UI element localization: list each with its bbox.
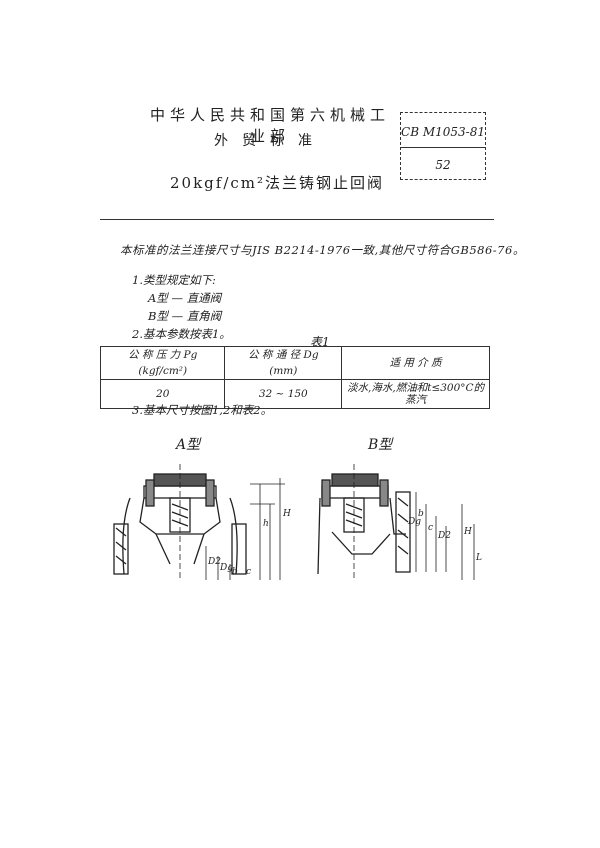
standard-code: CB M1053-81	[401, 125, 485, 139]
cell-medium: 淡水,海水,燃油和t≤300°C的蒸汽	[341, 379, 490, 409]
document-title: 20kgf/cm²法兰铸钢止回阀	[170, 174, 385, 192]
standard-type: 外贸标准	[214, 133, 326, 149]
dim-b-label-b: b	[418, 509, 424, 519]
dim-L-label-b: L	[475, 553, 482, 563]
page-number: 52	[435, 158, 451, 172]
flange-left	[113, 523, 129, 575]
dim-b-label: b	[232, 567, 238, 577]
bonnet-flange-b	[321, 485, 389, 499]
dimension-ticks	[250, 483, 285, 505]
header-rule	[100, 219, 494, 220]
body-walls	[122, 497, 238, 575]
dim-c-label-b: c	[428, 523, 433, 533]
dim-H-label: H	[282, 509, 291, 519]
cell-pressure: 20	[99, 379, 226, 409]
item-1: 1.类型规定如下:	[132, 273, 216, 287]
figure-a-drawing: h H D2 Dg b c	[113, 464, 291, 580]
parameters-table: 公 称 压 力 Pg 公 称 通 径 Dg 适 用 介 质 (kgf/cm²) …	[99, 346, 490, 409]
dimension-lines-vertical	[259, 478, 281, 580]
header-pressure-unit: (kgf/cm²)	[99, 363, 226, 380]
dimension-lines-short	[205, 546, 231, 580]
bonnet-cap-b	[331, 473, 379, 487]
table-header-row: 公 称 压 力 Pg 公 称 通 径 Dg 适 用 介 质	[99, 346, 490, 380]
type-a-line: A型 — 直通阀	[148, 291, 222, 305]
bolt-left-b	[321, 479, 331, 507]
body-passage	[155, 533, 205, 565]
intro-paragraph: 本标准的法兰连接尺寸与JIS B2214-1976一致,其他尺寸符合GB586-…	[120, 243, 525, 257]
code-divider	[401, 147, 485, 148]
table-1-label: 表1	[310, 335, 330, 349]
item-3: 3.基本尺寸按图1,2和表2。	[132, 403, 273, 417]
standard-code-box: CB M1053-81 52	[400, 112, 486, 180]
figure-a-label: A型	[176, 437, 201, 453]
header-diameter-unit: (mm)	[224, 363, 343, 380]
bolt-right	[205, 479, 215, 507]
dimension-lines-b	[415, 492, 447, 572]
dim-D2-label-b: D2	[437, 531, 451, 541]
body-seat	[139, 497, 221, 535]
header-medium: 适 用 介 质	[341, 346, 490, 380]
dimension-lines-right-b	[461, 504, 475, 580]
bolt-right-b	[379, 479, 389, 507]
dim-Dg-label: Dg	[219, 563, 233, 573]
bolt-left	[145, 479, 155, 507]
figure-b-drawing: Dg b c D2 H L	[317, 464, 482, 580]
table-row: 20 32 ~ 150 淡水,海水,燃油和t≤300°C的蒸汽	[99, 379, 490, 409]
ministry-heading: 中华人民共和国第六机械工业部	[150, 106, 391, 145]
header-pressure: 公 称 压 力 Pg	[99, 346, 226, 363]
flange-left-hatch	[115, 527, 127, 565]
type-b-line: B型 — 直角阀	[148, 309, 222, 323]
figure-b-label: B型	[368, 437, 393, 453]
outlet-flange	[395, 491, 411, 573]
dim-Dg-label-b: Dg	[407, 517, 421, 527]
dim-H-label-b: H	[463, 527, 472, 537]
dim-c-label: c	[246, 567, 251, 577]
flange-right	[231, 523, 247, 575]
item-2: 2.基本参数按表1。	[132, 327, 231, 341]
body-passage-b	[331, 531, 391, 555]
header-diameter: 公 称 通 径 Dg	[224, 346, 343, 363]
dim-D2-label: D2	[207, 557, 221, 567]
dim-h-label: h	[263, 519, 269, 529]
outlet-flange-hatch	[397, 497, 409, 555]
